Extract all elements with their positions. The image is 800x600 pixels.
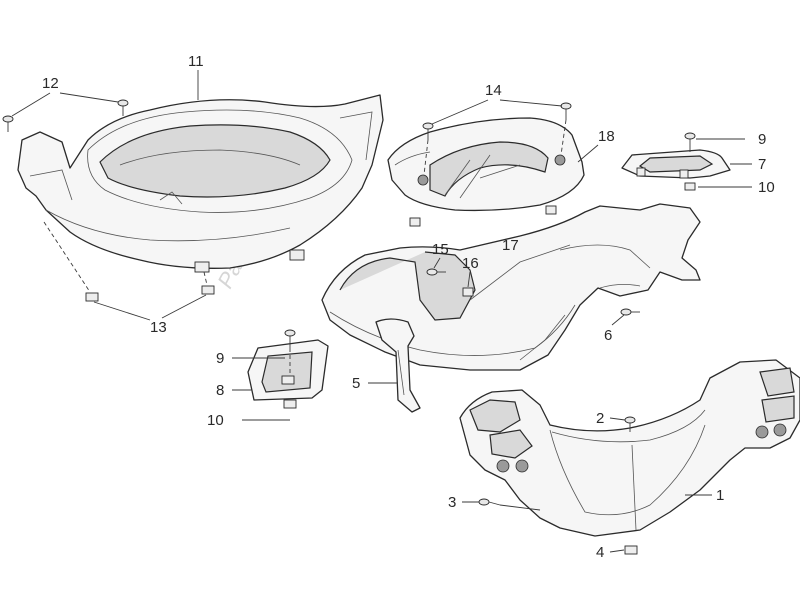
callout-15: 15 — [432, 241, 449, 258]
leader-13-b — [161, 294, 207, 319]
leader-3-ext — [499, 504, 541, 511]
clip-17-a — [409, 217, 421, 227]
callout-10-top: 10 — [758, 179, 775, 196]
clip-10-mid — [283, 399, 297, 409]
clip-13-right — [201, 285, 215, 295]
dash-13-right — [203, 271, 208, 286]
dash-14-left — [423, 139, 429, 176]
screw-9-mid — [284, 329, 296, 348]
clip-17-b — [545, 205, 557, 215]
clip-16 — [462, 287, 474, 297]
part-8-grille — [247, 339, 329, 401]
part-5-bracket — [375, 318, 421, 413]
screw-14-left — [422, 122, 434, 140]
part-6-front-shield — [321, 203, 701, 371]
part-7-small-grille — [621, 149, 731, 179]
leader-15 — [433, 257, 441, 269]
leader-6 — [611, 314, 625, 326]
screw-9-top — [684, 132, 696, 152]
callout-18: 18 — [598, 128, 615, 145]
callout-7: 7 — [758, 156, 766, 173]
screw-14-right — [560, 102, 572, 120]
part-18-instrument-cover — [387, 117, 585, 212]
part-11-rear-shield — [17, 94, 384, 273]
callout-11: 11 — [188, 53, 204, 70]
leader-18 — [577, 144, 599, 163]
dash-14-right — [560, 119, 567, 156]
callout-13: 13 — [150, 319, 167, 336]
clip-10-top — [684, 182, 696, 191]
leader-13-a — [93, 301, 151, 321]
callout-14: 14 — [485, 82, 502, 99]
screw-12-left — [2, 115, 14, 132]
leader-14-b — [499, 99, 563, 107]
callout-16: 16 — [462, 255, 479, 272]
clip-13-left — [85, 292, 99, 302]
part-1-handlebar-cover — [459, 359, 800, 537]
callout-9-mid: 9 — [216, 350, 224, 367]
callout-3: 3 — [448, 494, 456, 511]
screw-15 — [426, 268, 446, 276]
leader-16 — [467, 271, 471, 288]
screw-6 — [620, 308, 640, 316]
callout-5: 5 — [352, 375, 360, 392]
callout-4: 4 — [596, 544, 604, 561]
leader-2 — [609, 417, 626, 421]
callout-12: 12 — [42, 75, 59, 92]
leader-4 — [609, 549, 625, 553]
callout-10-mid: 10 — [207, 412, 224, 429]
callout-8: 8 — [216, 382, 224, 399]
leader-12-b — [59, 92, 119, 103]
leader-12-a — [11, 92, 51, 117]
callout-6: 6 — [604, 327, 612, 344]
callout-9-top: 9 — [758, 131, 766, 148]
callout-2: 2 — [596, 410, 604, 427]
screw-12-right — [117, 99, 129, 116]
clip-4 — [624, 545, 638, 555]
leader-14-a — [431, 99, 489, 125]
callout-17: 17 — [502, 237, 519, 254]
callout-1: 1 — [716, 487, 724, 504]
screw-3 — [478, 498, 501, 506]
